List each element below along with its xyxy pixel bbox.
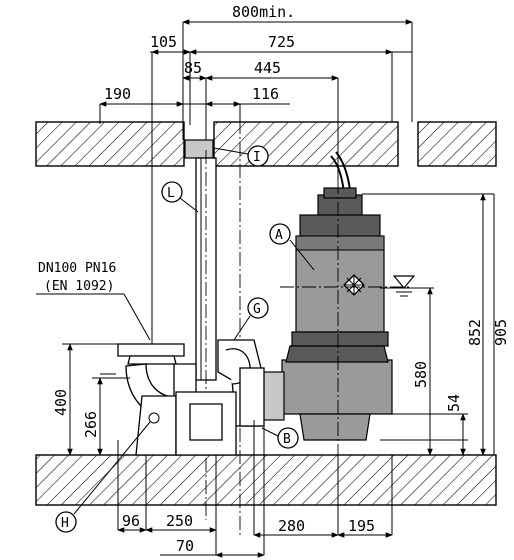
floor-slab <box>35 454 497 506</box>
water-level-marker <box>380 275 430 297</box>
dim-580: 580 <box>412 361 430 388</box>
top-dimensions: 800min. 105 725 85 445 190 116 <box>99 3 413 107</box>
left-dimensions: 400 266 <box>52 343 122 456</box>
dim-85: 85 <box>184 59 202 77</box>
dim-250: 250 <box>166 512 193 530</box>
outlet-flange-note: DN100 PN16 (EN 1092) <box>36 261 151 341</box>
dim-96: 96 <box>122 512 140 530</box>
callout-b: B <box>283 432 291 447</box>
dim-852: 852 <box>466 319 484 346</box>
callout-l: L <box>167 186 175 201</box>
dim-445: 445 <box>254 59 281 77</box>
outlet-note-line1: DN100 PN16 <box>38 261 116 276</box>
dim-905: 905 <box>492 319 510 346</box>
outlet-note-line2: (EN 1092) <box>44 279 114 294</box>
dim-400: 400 <box>52 389 70 416</box>
right-dimensions: 580 54 852 905 <box>362 193 510 456</box>
pump-motor <box>261 151 410 535</box>
dim-725: 725 <box>268 33 295 51</box>
coupling-elbow <box>100 339 265 456</box>
callout-h: H <box>61 516 69 531</box>
dim-190: 190 <box>104 85 131 103</box>
dim-800min: 800min. <box>232 3 295 21</box>
dim-54: 54 <box>445 394 463 412</box>
top-slab <box>35 121 497 167</box>
callout-g: G <box>253 302 261 317</box>
callouts: A B G H I L <box>55 145 315 533</box>
dim-116: 116 <box>252 85 279 103</box>
bottom-dimensions: 96 250 70 280 195 <box>117 420 393 558</box>
dim-70: 70 <box>176 537 194 555</box>
extension-lines <box>99 22 413 345</box>
dim-195: 195 <box>348 517 375 535</box>
dim-266: 266 <box>82 411 100 438</box>
dim-280: 280 <box>278 517 305 535</box>
callout-i: I <box>253 150 261 165</box>
dim-105: 105 <box>150 33 177 51</box>
guide-rail <box>184 120 241 535</box>
callout-a: A <box>275 228 283 243</box>
